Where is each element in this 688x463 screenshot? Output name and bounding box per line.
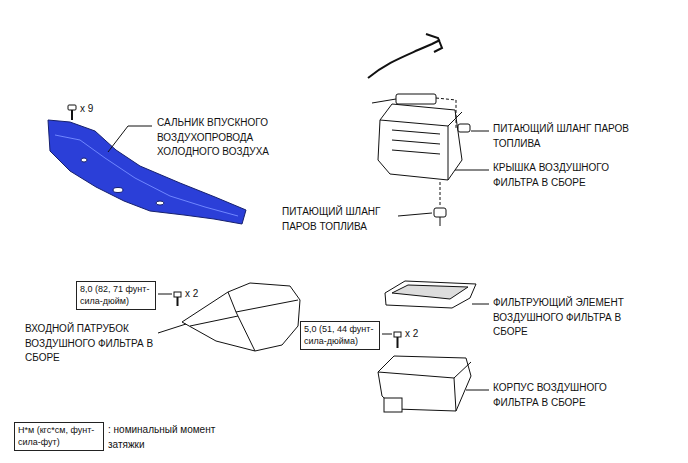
- torque-value: Н*м (кгс*см, фунт-сила-фут): [18, 425, 100, 448]
- part-name: САЛЬНИК ВПУСКНОГО ВОЗДУХОПРОВОДА ХОЛОДНО…: [157, 116, 287, 160]
- hose-symbol: [434, 124, 470, 226]
- part-name: ПИТАЮЩИЙ ШЛАНГ ПАРОВ ТОПЛИВА: [282, 205, 402, 234]
- leader-line: [398, 213, 432, 216]
- part-name: КОРПУС ВОЗДУШНОГО ФИЛЬТРА В СБОРЕ: [493, 381, 633, 410]
- part-name: ПИТАЮЩИЙ ШЛАНГ ПАРОВ ТОПЛИВА: [493, 122, 653, 151]
- bolt-symbol: [174, 292, 181, 306]
- air-cleaner-case: [378, 356, 471, 412]
- quantity-mark: x 2: [405, 327, 418, 342]
- leader-line: [471, 131, 489, 132]
- leader-line: [472, 304, 489, 305]
- part-name: ФИЛЬТРУЮЩИЙ ЭЛЕМЕНТ ВОЗДУШНОГО ФИЛЬТРА В…: [493, 296, 643, 340]
- leader-line: [158, 294, 172, 295]
- leader-line: [455, 170, 489, 171]
- leader-line: [466, 390, 489, 391]
- quantity-mark: x 9: [80, 102, 93, 117]
- quantity-mark: x 2: [185, 287, 198, 302]
- part-name: : номинальный момент затяжки: [108, 423, 218, 452]
- air-inlet: [182, 283, 300, 351]
- torque-value: 8,0 (82, 71 фунт-сила-дюйм): [80, 284, 152, 307]
- torque-value: 5,0 (51, 44 фунт-сила-дюйма): [304, 324, 376, 347]
- leader-line: [158, 324, 186, 333]
- wire-harness: [368, 34, 442, 78]
- assembly-line: [440, 182, 441, 206]
- clip-symbol: [68, 105, 76, 120]
- assembly-line: [436, 98, 456, 128]
- leader-line: [108, 126, 152, 152]
- torque-box: Н*м (кгс*см, фунт-сила-фут): [14, 422, 104, 451]
- air-cleaner-cap: [372, 94, 462, 180]
- filter-element: [385, 281, 476, 308]
- part-name: ВХОДНОЙ ПАТРУБОК ВОЗДУШНОГО ФИЛЬТРА В СБ…: [25, 322, 155, 366]
- torque-box: 5,0 (51, 44 фунт-сила-дюйма): [300, 321, 380, 350]
- leader-line: [382, 334, 392, 335]
- bolt-symbol: [394, 332, 401, 348]
- part-name: КРЫШКА ВОЗДУШНОГО ФИЛЬТРА В СБОРЕ: [493, 161, 633, 190]
- torque-box: 8,0 (82, 71 фунт-сила-дюйм): [76, 281, 156, 310]
